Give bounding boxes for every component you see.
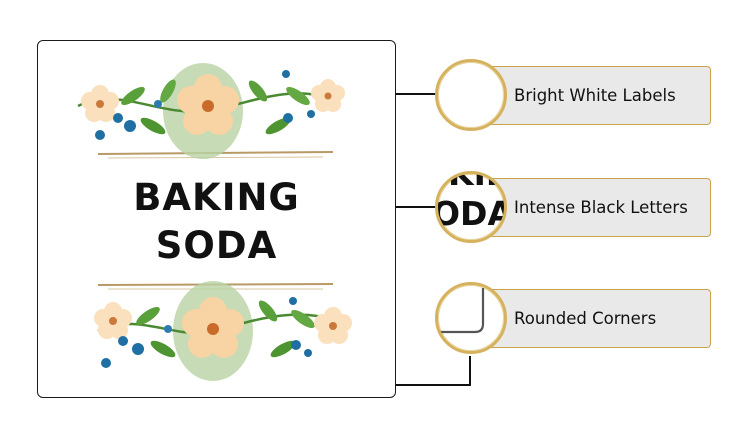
zoom-text-bottom: ODA	[438, 194, 504, 233]
flower-center	[177, 74, 239, 135]
floral-wreath-bottom	[94, 281, 352, 381]
zoom-text-top: KIN	[448, 171, 507, 193]
rounded-corner-icon	[439, 288, 485, 334]
callout-bar-rounded-corners	[470, 289, 711, 348]
zoom-circle-white	[435, 59, 507, 131]
callout-bar-black-letters	[470, 178, 711, 237]
callout-bar-white-labels	[470, 66, 711, 125]
zoom-circle-letters: KIN ODA	[435, 171, 507, 243]
label-title-line2: SODA	[155, 224, 278, 267]
callout-label-white-labels: Bright White Labels	[514, 86, 676, 105]
flower-left	[81, 85, 119, 122]
label-title-line1: BAKING	[133, 176, 300, 219]
floral-wreath-top	[77, 63, 345, 159]
flower-right	[311, 79, 345, 112]
label-card: BAKING SODA	[37, 40, 396, 398]
callout-label-rounded-corners: Rounded Corners	[514, 309, 657, 328]
callout-label-black-letters: Intense Black Letters	[514, 198, 688, 217]
zoom-circle-corner	[435, 282, 507, 354]
